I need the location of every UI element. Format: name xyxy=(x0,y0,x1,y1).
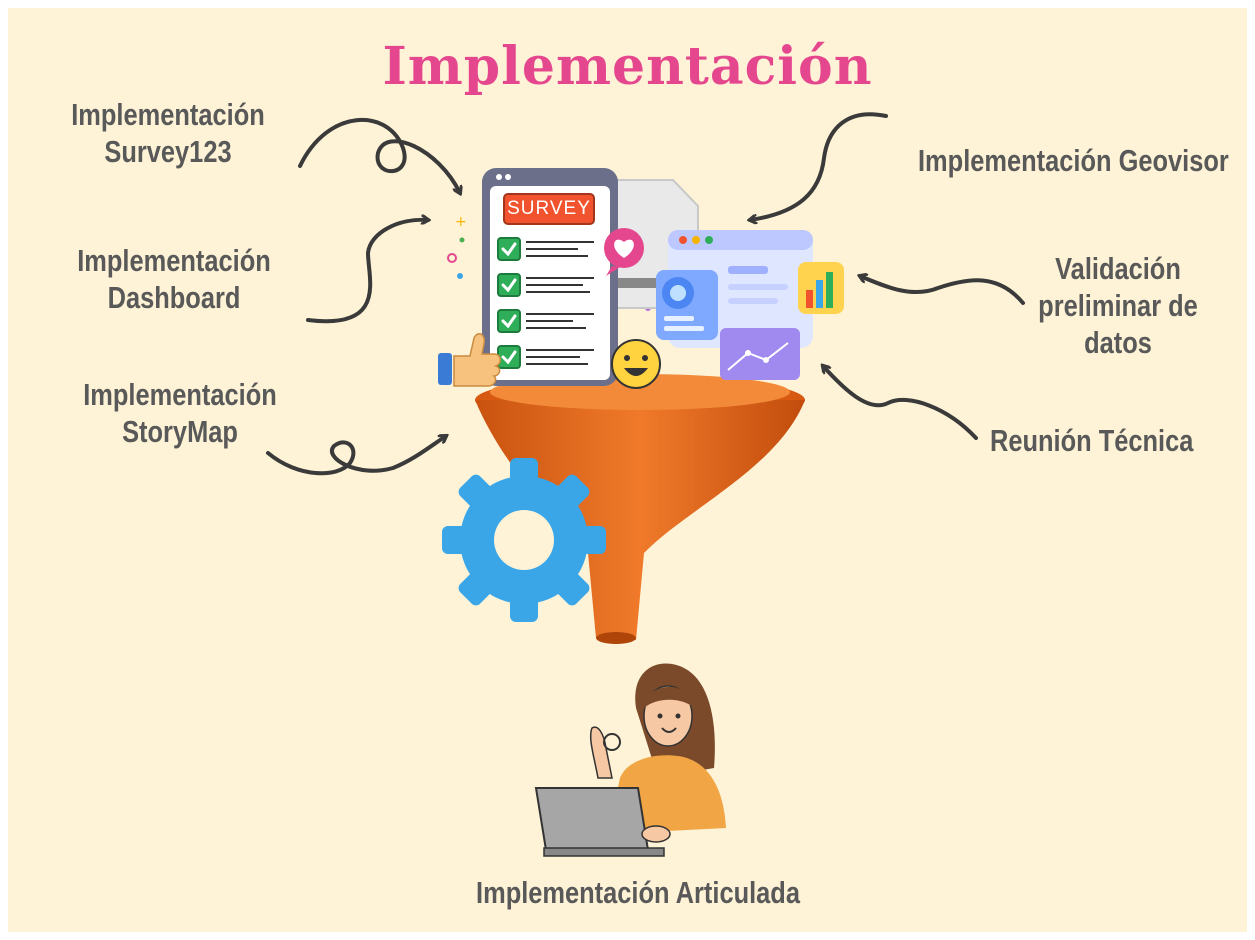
label-dashboard-line2: Dashboard xyxy=(107,280,241,315)
arrow-dashboard-icon xyxy=(306,220,428,324)
label-geovisor: Implementación Geovisor xyxy=(918,143,1229,178)
survey-card-header: SURVEY xyxy=(507,198,591,219)
svg-text:+: + xyxy=(455,214,467,230)
arrow-geovisor-icon xyxy=(750,112,888,220)
thumbs-up-icon xyxy=(438,333,501,387)
arrow-storymap-icon xyxy=(266,436,446,476)
infographic-canvas: + + xyxy=(8,8,1247,932)
dashboard-window-icon xyxy=(656,230,813,380)
person-with-laptop-icon xyxy=(534,663,726,857)
arrow-survey-icon xyxy=(298,117,460,193)
funnel-icon xyxy=(475,374,805,644)
label-validacion-line2: preliminar de xyxy=(1038,288,1198,323)
label-storymap-line1: Implementación xyxy=(83,377,277,412)
page-title: Implementación xyxy=(382,36,873,97)
illustration-layer: + + xyxy=(266,112,1025,857)
label-dashboard: Implementación Dashboard xyxy=(76,242,273,316)
survey-form-icon xyxy=(482,168,618,386)
label-survey123-line2: Survey123 xyxy=(104,134,232,169)
bar-chart-icon xyxy=(798,262,844,314)
arrow-reunion-icon xyxy=(823,366,978,440)
label-survey123-line1: Implementación xyxy=(71,97,265,132)
label-validacion: Validación preliminar de datos xyxy=(1028,250,1208,361)
label-validacion-line3: datos xyxy=(1084,325,1152,360)
smiley-icon xyxy=(611,339,661,389)
label-articulada: Implementación Articulada xyxy=(476,875,800,910)
label-storymap: Implementación StoryMap xyxy=(82,376,279,450)
label-dashboard-line1: Implementación xyxy=(77,243,271,278)
arrow-validacion-icon xyxy=(860,276,1025,305)
heart-icon xyxy=(604,228,644,276)
gear-icon xyxy=(442,458,606,622)
label-storymap-line2: StoryMap xyxy=(122,414,238,449)
label-reunion: Reunión Técnica xyxy=(990,423,1194,458)
label-survey123: Implementación Survey123 xyxy=(70,96,267,170)
label-validacion-line1: Validación xyxy=(1055,251,1181,286)
